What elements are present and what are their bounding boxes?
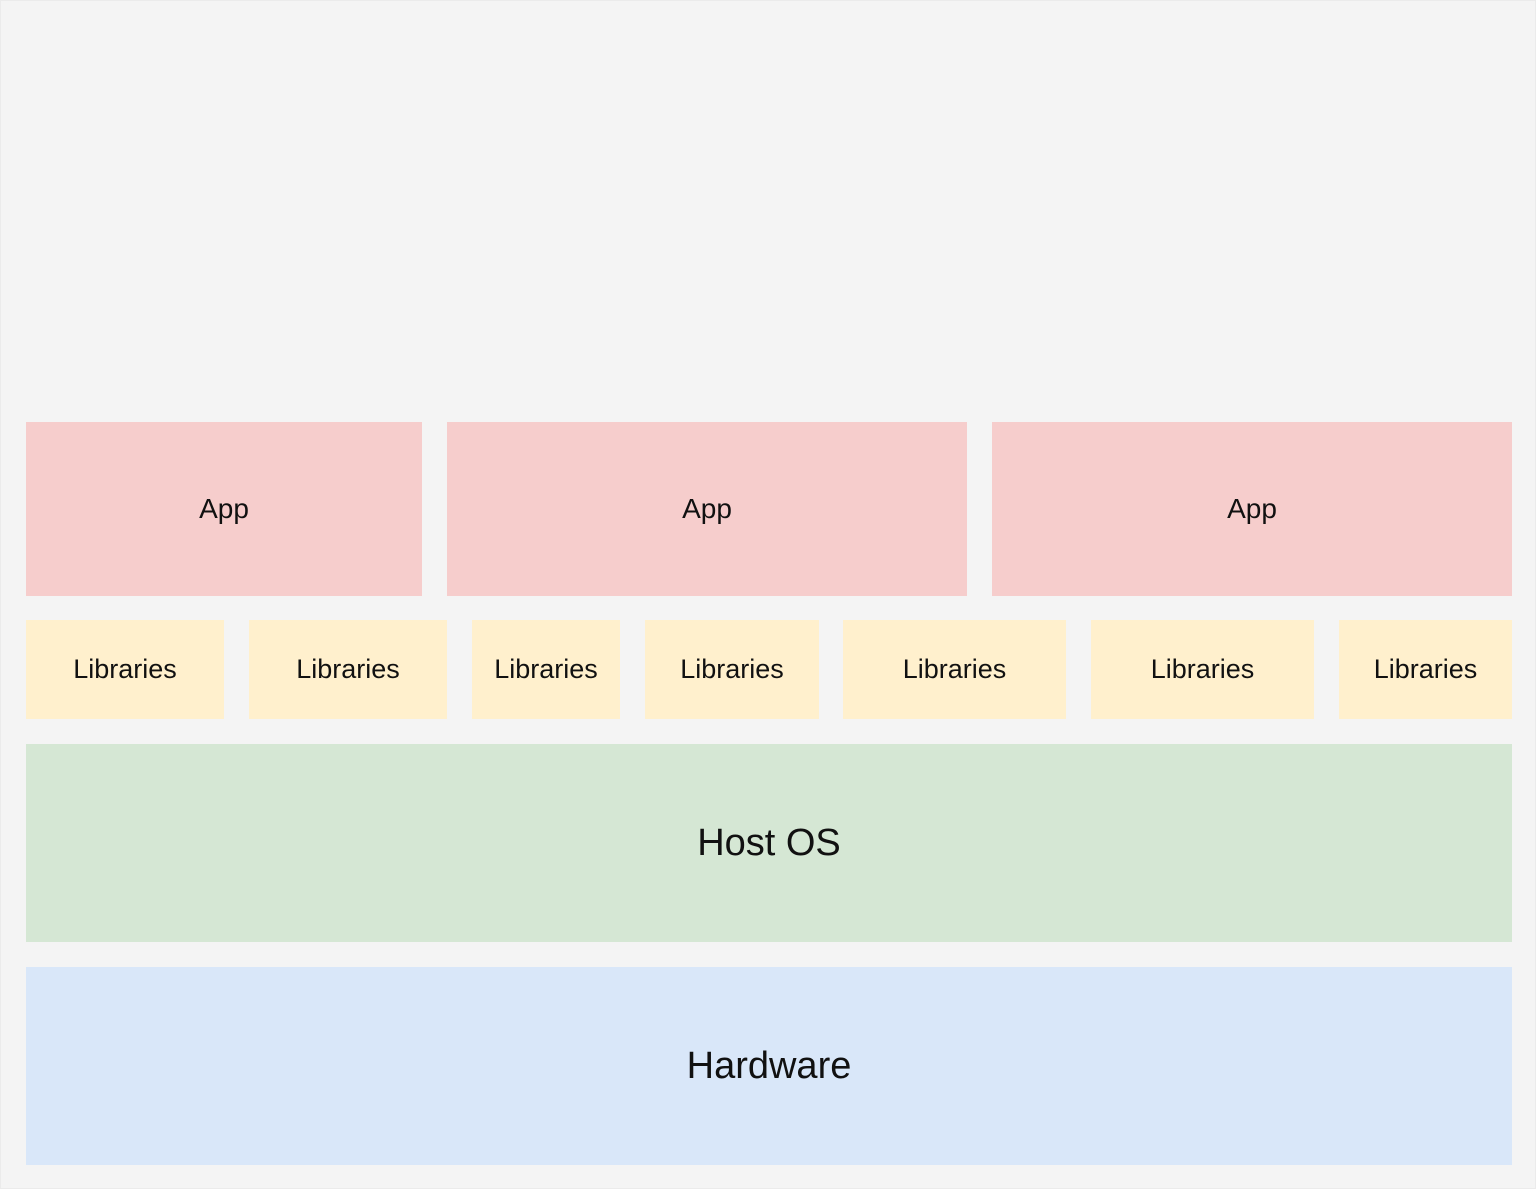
- hardware-label: Hardware: [686, 1044, 852, 1087]
- host-os-label: Host OS: [697, 821, 841, 864]
- app-box-3: App: [992, 422, 1512, 596]
- libraries-label: Libraries: [296, 654, 400, 684]
- libraries-label: Libraries: [680, 654, 784, 684]
- libraries-box-3: Libraries: [472, 620, 620, 719]
- app-label: App: [1227, 493, 1277, 524]
- app-box-2: App: [447, 422, 967, 596]
- libraries-label: Libraries: [73, 654, 177, 684]
- libraries-box-5: Libraries: [843, 620, 1066, 719]
- libraries-box-6: Libraries: [1091, 620, 1314, 719]
- libraries-label: Libraries: [902, 654, 1007, 684]
- app-label: App: [682, 493, 732, 524]
- libraries-label: Libraries: [1150, 654, 1255, 684]
- libraries-label: Libraries: [494, 654, 598, 684]
- host-os-box: Host OS: [26, 744, 1512, 942]
- hardware-box: Hardware: [26, 967, 1512, 1165]
- libraries-box-1: Libraries: [26, 620, 224, 719]
- libraries-box-7: Libraries: [1339, 620, 1512, 719]
- libraries-box-2: Libraries: [249, 620, 447, 719]
- app-label: App: [199, 493, 249, 524]
- app-box-1: App: [26, 422, 422, 596]
- libraries-label: Libraries: [1373, 654, 1478, 684]
- libraries-box-4: Libraries: [645, 620, 819, 719]
